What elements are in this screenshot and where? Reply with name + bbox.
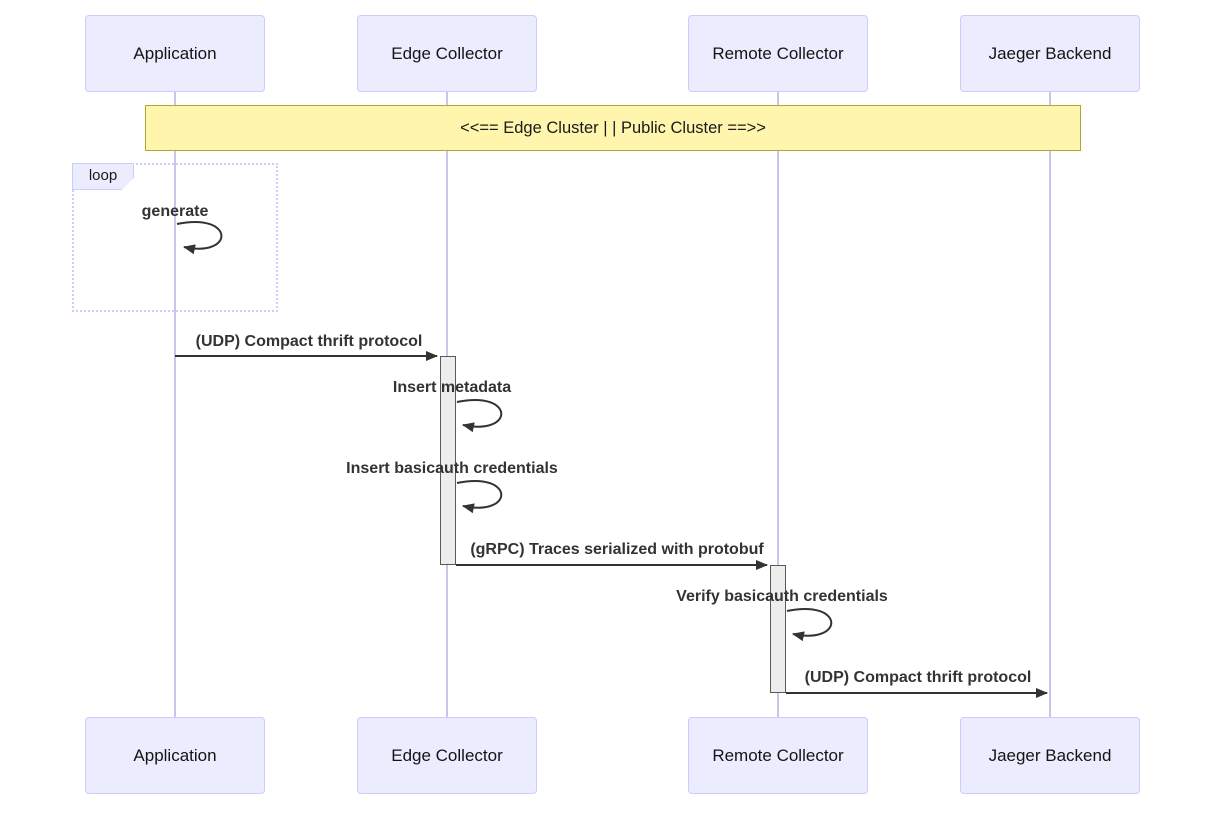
loop-label-text: loop [88,167,118,184]
message-label-insert-basicauth: Insert basicauth credentials [346,460,558,477]
participant-label: Jaeger Backend [988,43,1112,63]
participant-application-bottom: Application [85,717,265,794]
message-label-generate: generate [141,203,209,220]
participant-jaeger-backend-bottom: Jaeger Backend [960,717,1140,794]
cluster-note: <<== Edge Cluster | | Public Cluster ==>… [145,105,1081,151]
participant-label: Edge Collector [391,43,503,63]
message-label-udp-2: (UDP) Compact thrift protocol [804,669,1032,686]
participant-application-top: Application [85,15,265,92]
self-loop-arrow-insert-metadata [456,399,503,433]
participant-label: Application [133,43,217,63]
lifeline-application [174,92,176,717]
lifeline-remote-collector [777,92,779,717]
participant-label: Application [133,745,217,765]
participant-label: Remote Collector [712,745,844,765]
message-label-insert-metadata: Insert metadata [392,379,512,396]
loop-label: loop [72,163,134,190]
participant-label: Edge Collector [391,745,503,765]
participant-jaeger-backend-top: Jaeger Backend [960,15,1140,92]
loop-frame [72,163,278,312]
self-loop-arrow-verify-basicauth [786,608,833,642]
activation-bar-edge-collector [440,356,456,565]
participant-label: Jaeger Backend [988,745,1112,765]
message-label-udp-1: (UDP) Compact thrift protocol [195,333,423,350]
participant-remote-collector-top: Remote Collector [688,15,868,92]
message-label-grpc: (gRPC) Traces serialized with protobuf [470,541,764,558]
message-label-verify-basicauth: Verify basicauth credentials [676,588,888,605]
participant-remote-collector-bottom: Remote Collector [688,717,868,794]
self-loop-arrow-insert-basicauth [456,480,503,514]
participant-label: Remote Collector [712,43,844,63]
participant-edge-collector-top: Edge Collector [357,15,537,92]
lifeline-jaeger-backend [1049,92,1051,717]
activation-bar-remote-collector [770,565,786,693]
cluster-note-text: <<== Edge Cluster | | Public Cluster ==>… [460,118,766,137]
participant-edge-collector-bottom: Edge Collector [357,717,537,794]
